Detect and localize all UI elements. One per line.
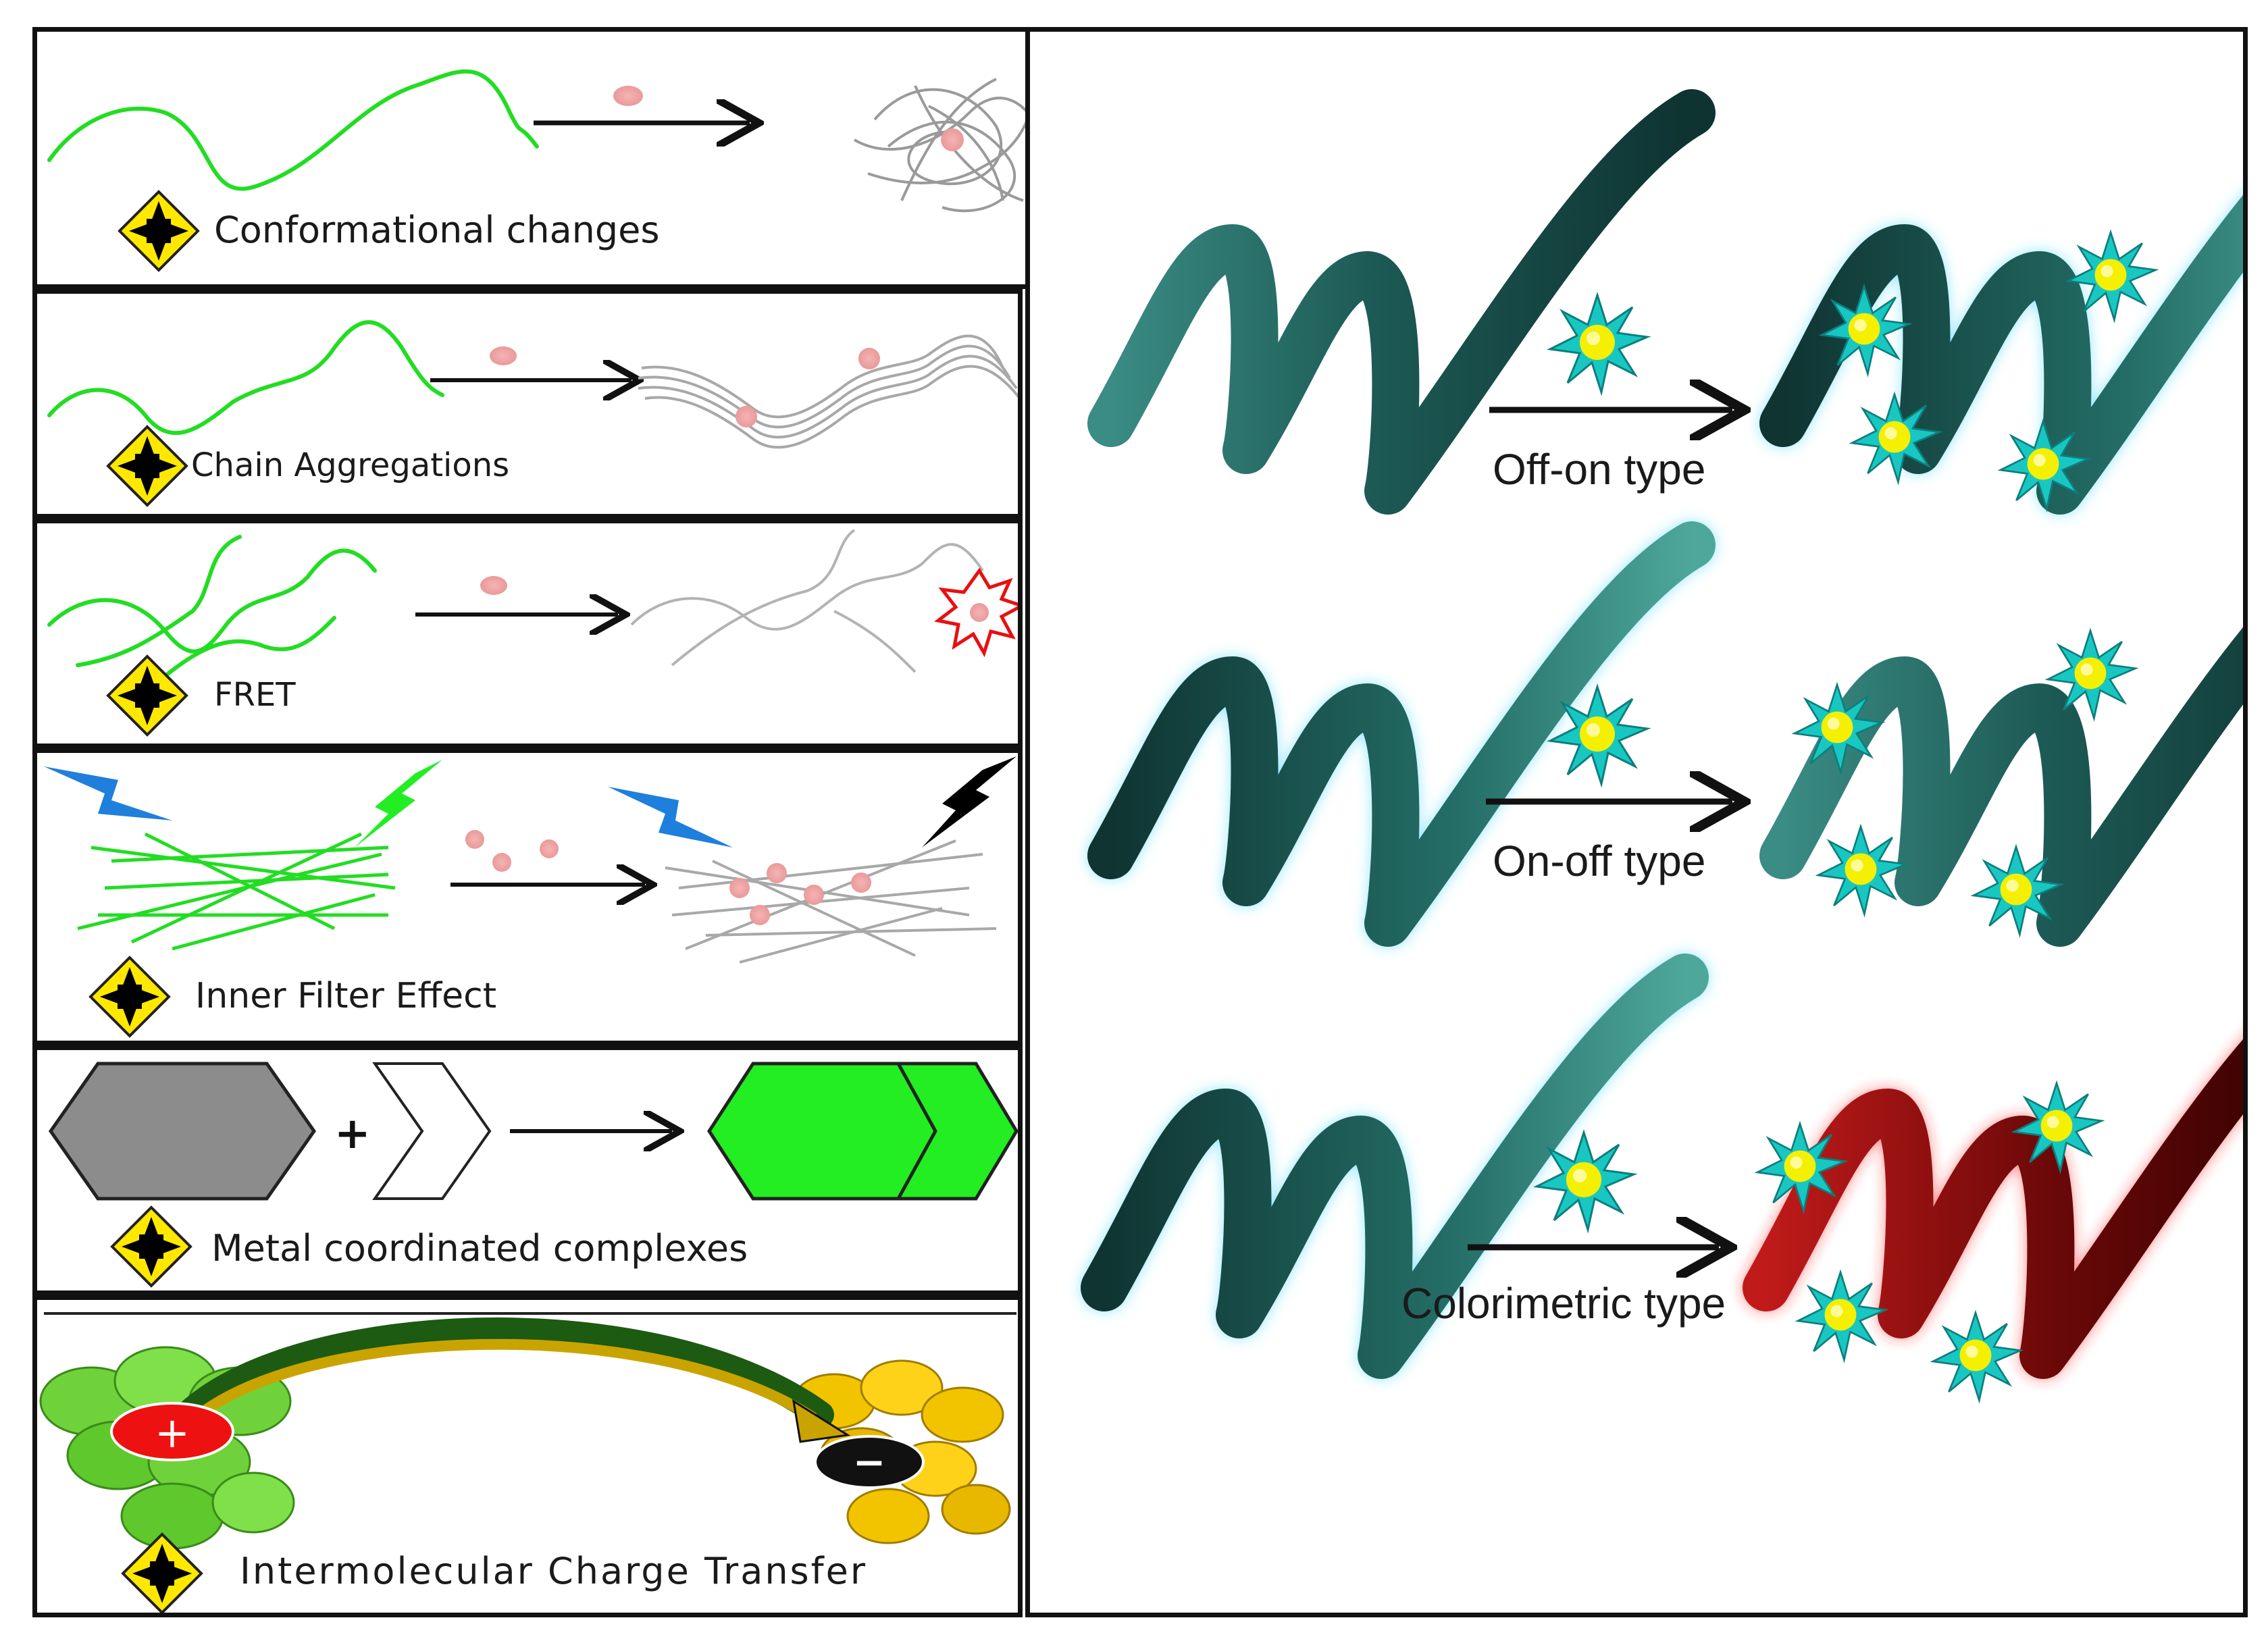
collapsed-coil	[853, 78, 1027, 213]
positive-charge	[110, 1402, 234, 1461]
analyte-dot	[480, 576, 507, 595]
panel-conformational-changes: Conformational changes	[32, 27, 1032, 289]
bound-analyte	[729, 878, 750, 898]
grey-polymer-chains	[630, 529, 984, 673]
plus-sign: +	[334, 1109, 371, 1159]
analyte-star-icon	[1549, 294, 1649, 394]
diamond-bullet-icon	[89, 956, 170, 1037]
black-lightning-icon	[922, 756, 1016, 847]
grey-hexagon	[48, 1062, 317, 1201]
bound-star-icon	[1932, 1311, 2021, 1401]
sensing-type-label: Colorimetric type	[1401, 1279, 1726, 1328]
inner-filter-effect-diagram	[44, 756, 1016, 964]
grey-fiber-mesh	[665, 839, 997, 964]
quencher-analyte	[970, 603, 989, 622]
fret-diagram	[47, 529, 1018, 694]
green-lightning-icon	[355, 760, 442, 847]
bound-star-icon	[1797, 1271, 1886, 1361]
bound-analyte	[858, 348, 880, 369]
ribbon-off-state	[1111, 113, 1692, 491]
conformational-changes-diagram	[47, 69, 1027, 213]
bound-analyte	[767, 863, 787, 883]
arrowhead-icon	[792, 1399, 851, 1443]
bound-analyte	[750, 905, 770, 925]
sensing-types-panel: Off-on type On-off type Colorim	[1025, 27, 2248, 1617]
mechanism-label: Intermolecular Charge Transfer	[240, 1550, 868, 1592]
bound-analyte	[804, 885, 824, 905]
green-polymer-chain	[47, 320, 444, 436]
bound-analyte	[941, 128, 964, 151]
mechanism-label: Conformational changes	[214, 209, 660, 251]
mechanism-label: Chain Aggregations	[191, 446, 510, 484]
green-chevron	[895, 1062, 1018, 1201]
panel-inner-filter-effect: Inner Filter Effect	[32, 748, 1023, 1045]
blue-lightning-icon	[44, 766, 172, 820]
bound-analyte	[736, 406, 757, 427]
ribbon-on-state	[1783, 113, 2248, 491]
blue-lightning-icon	[608, 787, 733, 847]
mechanism-label: Inner Filter Effect	[195, 976, 497, 1016]
mechanism-label: Metal coordinated complexes	[211, 1227, 748, 1270]
negative-sign: −	[853, 1439, 886, 1485]
chain-aggregations-diagram	[47, 320, 1018, 449]
sensing-type-label: Off-on type	[1493, 445, 1705, 494]
analyte-dot	[465, 830, 484, 849]
green-polymer-chain	[47, 69, 539, 191]
negative-charge	[814, 1435, 925, 1489]
mechanism-label: FRET	[214, 676, 296, 714]
diamond-bullet-icon	[111, 1206, 192, 1287]
analyte-dot	[492, 853, 511, 872]
positive-sign: +	[155, 1408, 190, 1457]
panel-intermolecular-charge-transfer: + − Intermolecular Charge Transfer	[32, 1295, 1023, 1617]
analyte-dot	[540, 839, 559, 858]
sensing-type-label: On-off type	[1493, 837, 1705, 885]
aggregated-chains	[638, 334, 1018, 449]
diamond-bullet-icon	[118, 190, 199, 271]
analyte-dot	[490, 346, 517, 365]
panel-chain-aggregations: Chain Aggregations	[32, 289, 1023, 519]
diamond-bullet-icon	[122, 1533, 203, 1613]
charge-transfer-diagram: + −	[39, 1312, 1016, 1550]
panel-fret: FRET	[32, 519, 1023, 748]
analyte-dot	[613, 86, 643, 106]
green-polymer-chains	[47, 535, 377, 694]
sensing-types-diagram: Off-on type On-off type Colorim	[1030, 32, 2248, 1401]
ligand-chevron	[372, 1062, 492, 1200]
charge-transfer-arrow	[152, 1317, 834, 1455]
diamond-bullet-icon	[107, 425, 188, 506]
metal-coordinated-complexes-diagram: +	[48, 1062, 1018, 1201]
green-fiber-mesh	[77, 832, 396, 951]
panel-metal-coordinated-complexes: + Metal coordinated complexes	[32, 1045, 1023, 1295]
diamond-bullet-icon	[107, 655, 188, 736]
bound-star-icon	[1817, 825, 1907, 915]
bound-analyte	[851, 872, 871, 893]
